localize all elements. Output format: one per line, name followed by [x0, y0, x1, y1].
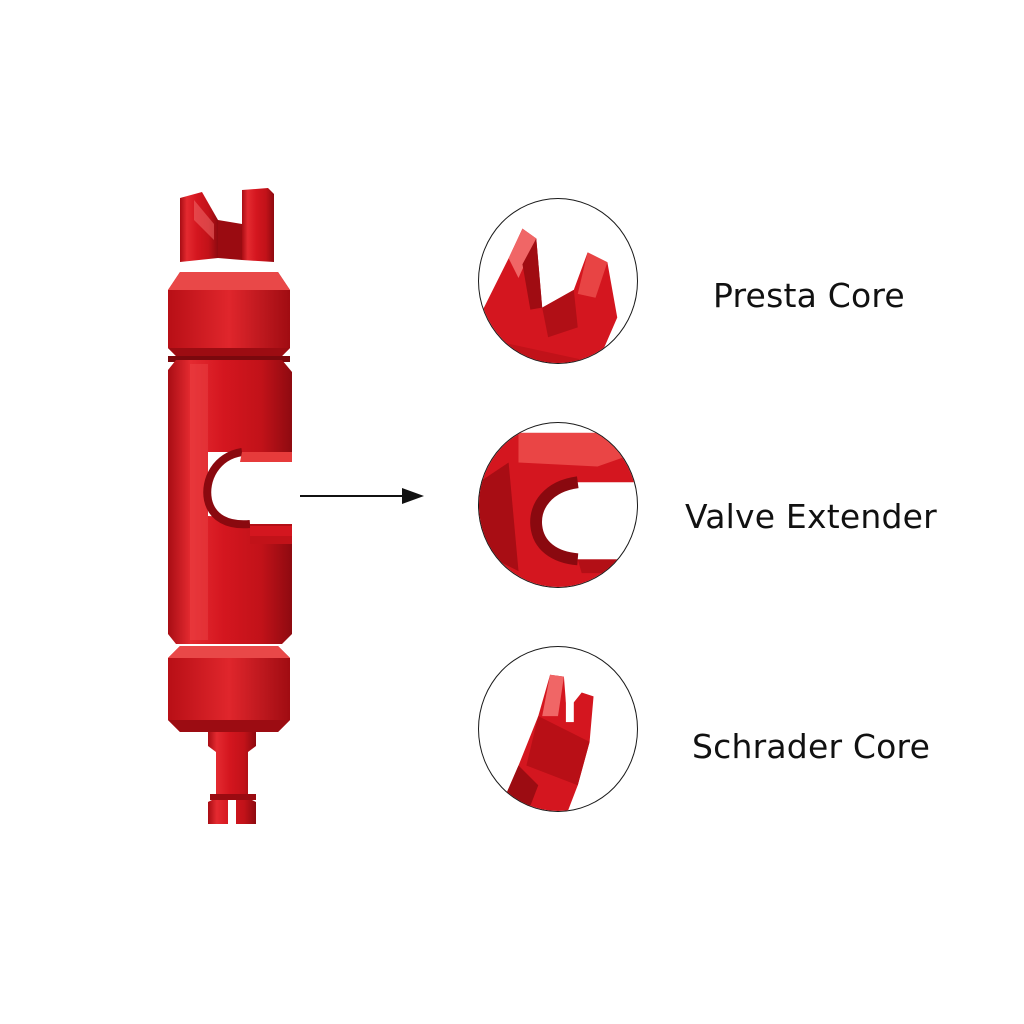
pointer-arrow-icon: [298, 484, 428, 508]
valve-extender-detail-circle: [478, 422, 638, 588]
presta-core-label: Presta Core: [713, 276, 905, 315]
valve-core-tool-drawing: [168, 188, 292, 824]
valve-extender-slot-icon: [479, 432, 637, 587]
schrader-core-label: Schrader Core: [692, 727, 931, 766]
presta-core-detail-circle: [478, 198, 638, 364]
schrader-core-tip-icon: [498, 674, 594, 811]
presta-core-tip-icon: [479, 228, 618, 363]
valve-core-tool-image: [150, 180, 320, 840]
valve-extender-label: Valve Extender: [685, 497, 937, 536]
schrader-core-detail-circle: [478, 646, 638, 812]
